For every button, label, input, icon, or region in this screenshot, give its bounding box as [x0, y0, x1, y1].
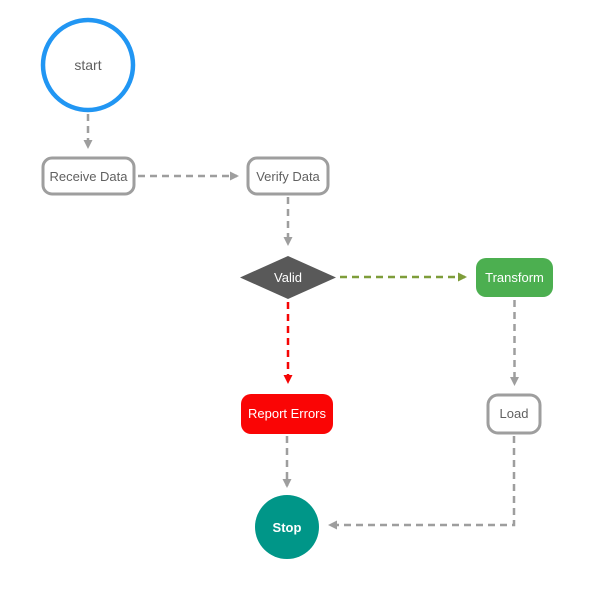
- valid-label: Valid: [274, 270, 302, 285]
- node-load: Load: [486, 393, 542, 435]
- load-label: Load: [500, 406, 529, 421]
- node-report-errors: Report Errors: [241, 394, 333, 434]
- stop-circle: [255, 495, 319, 559]
- verify-data-label: Verify Data: [256, 169, 320, 184]
- stop-label: Stop: [273, 520, 302, 535]
- node-transform: Transform: [476, 258, 553, 297]
- node-receive-data: Receive Data: [41, 156, 136, 196]
- transform-box: [476, 258, 553, 297]
- receive-data-label: Receive Data: [49, 169, 128, 184]
- receive-data-box: [41, 156, 136, 196]
- load-box: [486, 393, 542, 435]
- start-label: start: [74, 57, 101, 73]
- edge-load-to-stop: [328, 436, 516, 530]
- node-verify-data: Verify Data: [246, 156, 330, 196]
- valid-diamond: [240, 256, 336, 299]
- report-errors-label: Report Errors: [248, 406, 327, 421]
- transform-label: Transform: [485, 270, 544, 285]
- verify-data-box: [246, 156, 330, 196]
- node-stop: Stop: [255, 495, 319, 559]
- node-start: start: [40, 17, 136, 113]
- report-errors-box: [241, 394, 333, 434]
- node-valid: Valid: [240, 256, 336, 299]
- start-circle: [40, 17, 136, 113]
